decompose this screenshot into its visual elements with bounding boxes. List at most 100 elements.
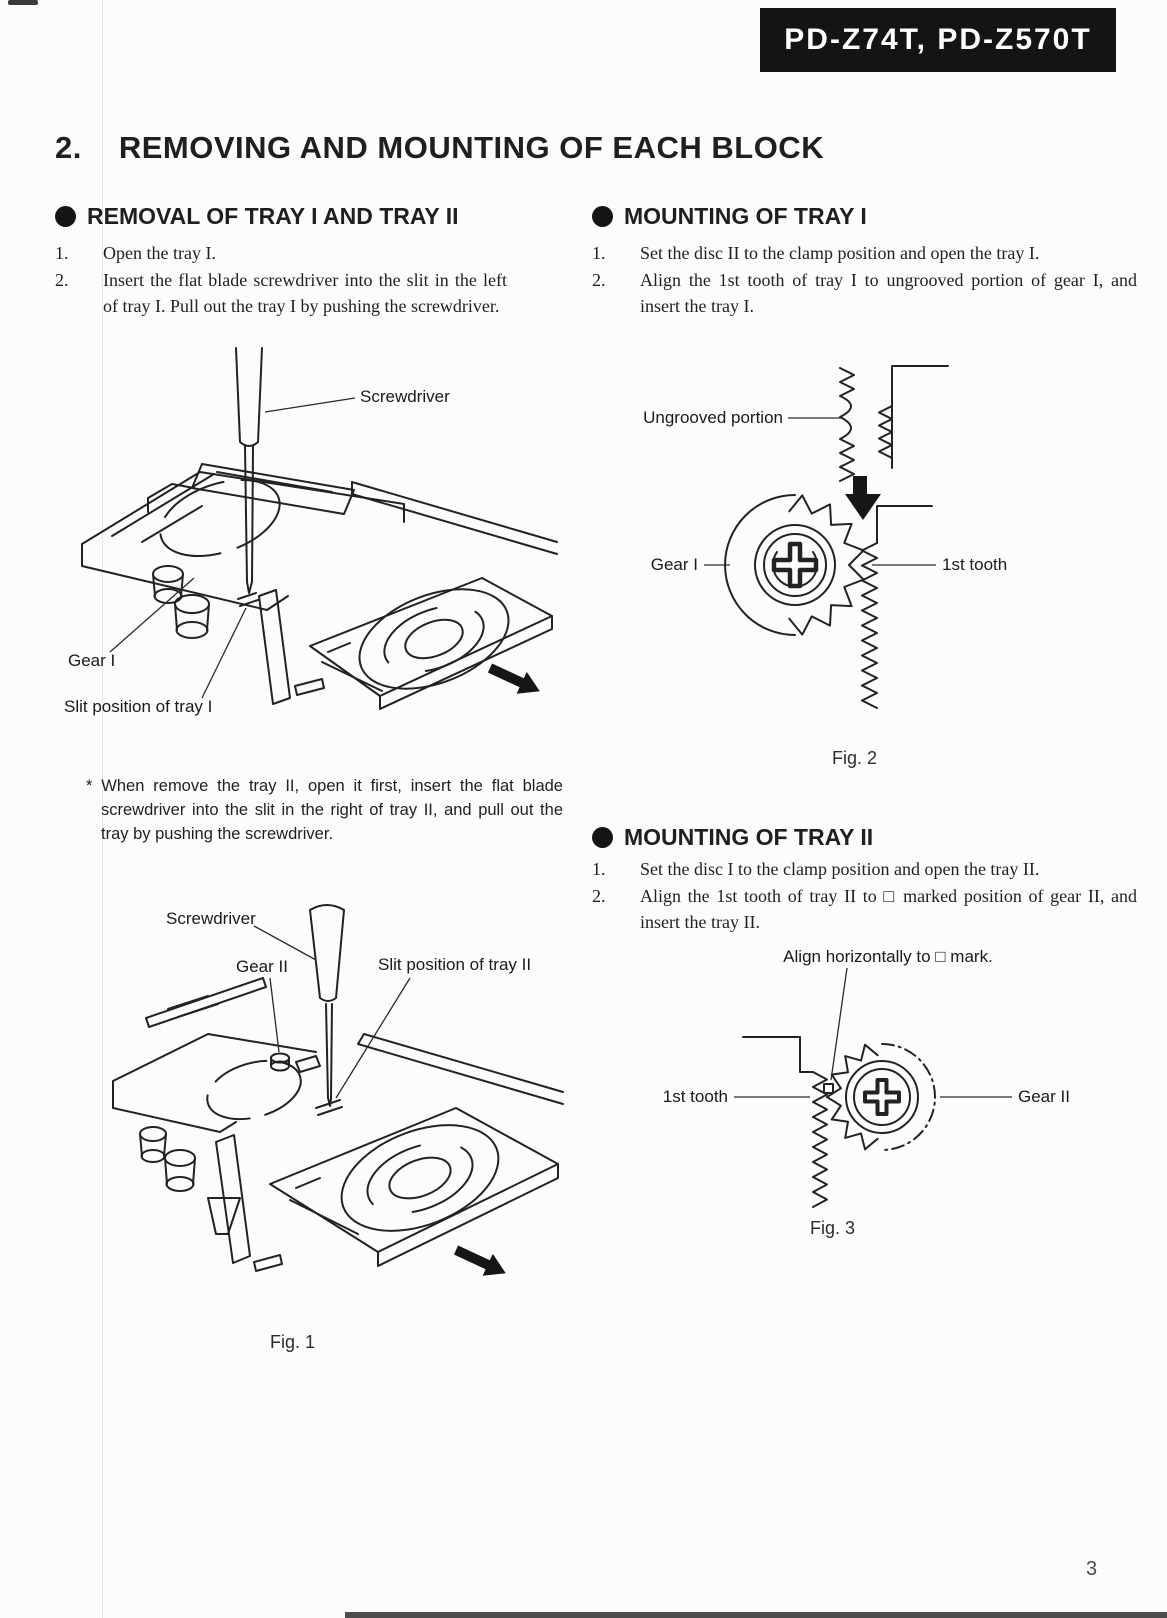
fig3-label-tooth: 1st tooth (663, 1087, 728, 1106)
screw-cross-icon (863, 1078, 901, 1116)
fig1-bottom-label-gear: Gear II (236, 957, 288, 976)
chassis-deck (81, 471, 405, 611)
tray-outline (269, 1107, 559, 1267)
tray-edge-upper (891, 365, 949, 469)
step-text: Align the 1st tooth of tray II to □ mark… (640, 886, 1137, 932)
mounting2-heading-text: MOUNTING OF TRAY II (624, 824, 874, 850)
platter-opening (159, 479, 281, 557)
mounting1-step-2: 2. Align the 1st tooth of tray I to ungr… (592, 268, 1137, 319)
bullet-icon (592, 827, 613, 848)
fig1-top-label-slit: Slit position of tray I (64, 697, 212, 716)
down-arrow-icon (845, 476, 881, 520)
post-1-side (139, 1133, 167, 1157)
post-1-base (140, 1149, 166, 1163)
fig1-caption: Fig. 1 (270, 1332, 316, 1352)
mounting2-step-2: 2. Align the 1st tooth of tray II to □ m… (592, 884, 1137, 935)
deck-detail (111, 473, 215, 543)
model-banner-text: PD-Z74T, PD-Z570T (784, 23, 1092, 56)
step-number: 2. (592, 886, 606, 906)
section-number: 2. (55, 130, 82, 165)
chassis-deck (112, 1033, 317, 1133)
gear2-teeth (826, 1043, 879, 1151)
chassis-rails (351, 481, 558, 555)
fig1-top-label-gear: Gear I (68, 651, 115, 670)
fig1-top-illustration: Screwdriver Gear I Slit position of tray… (64, 347, 558, 716)
step-text: Open the tray I. (103, 243, 216, 263)
removal-step-1: 1. Open the tray I. (55, 241, 507, 267)
step-number: 1. (592, 859, 606, 879)
tray-rail-detail (321, 642, 383, 692)
screw-cross-icon (771, 541, 819, 589)
tray-edge-lower (876, 505, 933, 544)
fig2-label-gear: Gear I (651, 555, 698, 574)
post-1 (139, 1126, 167, 1142)
fig1-top-label-screwdriver: Screwdriver (360, 387, 450, 406)
square-mark-icon (823, 1083, 834, 1094)
fig3-diagram: Align horizontally to □ mark. 1st tooth … (663, 947, 1070, 1208)
gear2-ring-inner (853, 1068, 911, 1126)
page-number: 3 (1086, 1558, 1099, 1580)
fig2-label-tooth: 1st tooth (942, 555, 1007, 574)
mounting1-step-1: 1. Set the disc II to the clamp position… (592, 241, 1137, 267)
removal-heading-text: REMOVAL OF TRAY I AND TRAY II (87, 203, 459, 229)
tray-rack (861, 542, 878, 709)
platter-opening (206, 1059, 302, 1121)
pull-out-arrow-icon (487, 663, 540, 694)
scan-bottom-bar (345, 1612, 1167, 1618)
step-text: Insert the flat blade screwdriver into t… (103, 270, 507, 316)
post-2-side (164, 1157, 196, 1185)
removal-note: * When remove the tray II, open it first… (86, 777, 563, 843)
gear-post-2 (174, 594, 210, 614)
gear1-ring-outer (754, 524, 836, 606)
step-number: 2. (592, 270, 606, 290)
gear-post-2-base (175, 621, 209, 639)
mounting2-step-1: 1. Set the disc I to the clamp position … (592, 857, 1137, 883)
screwdriver-shaft (325, 1003, 333, 1107)
post-2 (164, 1149, 196, 1167)
gear-post-2-side (174, 603, 210, 631)
post-2-base (165, 1176, 195, 1192)
screwdriver-shaft (244, 445, 254, 594)
gear1-ring-inner (763, 533, 827, 597)
step-text: Align the 1st tooth of tray I to ungroov… (640, 270, 1137, 316)
fig1-bottom-illustration: Screwdriver Gear II Slit position of tra… (112, 904, 564, 1276)
front-post (215, 1134, 251, 1264)
step-number: 1. (55, 243, 69, 263)
bracket (147, 483, 195, 513)
fig3-label-align: Align horizontally to □ mark. (783, 947, 993, 966)
leader-lines (734, 967, 1012, 1098)
bullet-icon (55, 206, 76, 227)
disc-recess (340, 1124, 500, 1232)
gear1-outer-arc (724, 494, 796, 636)
disc-recess (358, 588, 510, 690)
fig2-label-ungrooved: Ungrooved portion (643, 408, 783, 427)
leader-lines (704, 417, 936, 566)
fig2-caption: Fig. 2 (832, 748, 878, 768)
strut-arm (145, 977, 267, 1028)
tray-rail-detail (289, 1177, 359, 1235)
tray-edge (742, 1036, 814, 1073)
chassis-foot (294, 678, 325, 696)
slit-marks (237, 592, 259, 607)
gear2-pitch-arc (881, 1043, 936, 1151)
step-text: Set the disc I to the clamp position and… (640, 859, 1040, 879)
small-block (295, 1055, 321, 1073)
fig1-bottom-label-screwdriver: Screwdriver (166, 909, 256, 928)
scan-edge-line (102, 0, 103, 1618)
gear2-knob-base (270, 1060, 290, 1072)
rack-with-ungrooved-portion (839, 367, 855, 482)
leader-lines (253, 925, 411, 1099)
slit-marks (315, 1099, 343, 1116)
fig3-caption: Fig. 3 (810, 1218, 856, 1238)
removal-heading: REMOVAL OF TRAY I AND TRAY II (55, 203, 458, 230)
step-number: 2. (55, 270, 69, 290)
chassis-rails (357, 1033, 564, 1105)
gear2-ring-outer (845, 1060, 919, 1134)
front-post (258, 589, 291, 705)
tray-rack (812, 1071, 828, 1208)
screwdriver-handle (235, 347, 263, 447)
model-banner: PD-Z74T, PD-Z570T (760, 8, 1116, 72)
fig2-diagram: Ungrooved portion Gear I 1st tooth (643, 365, 1007, 709)
leader-lines (109, 397, 356, 699)
